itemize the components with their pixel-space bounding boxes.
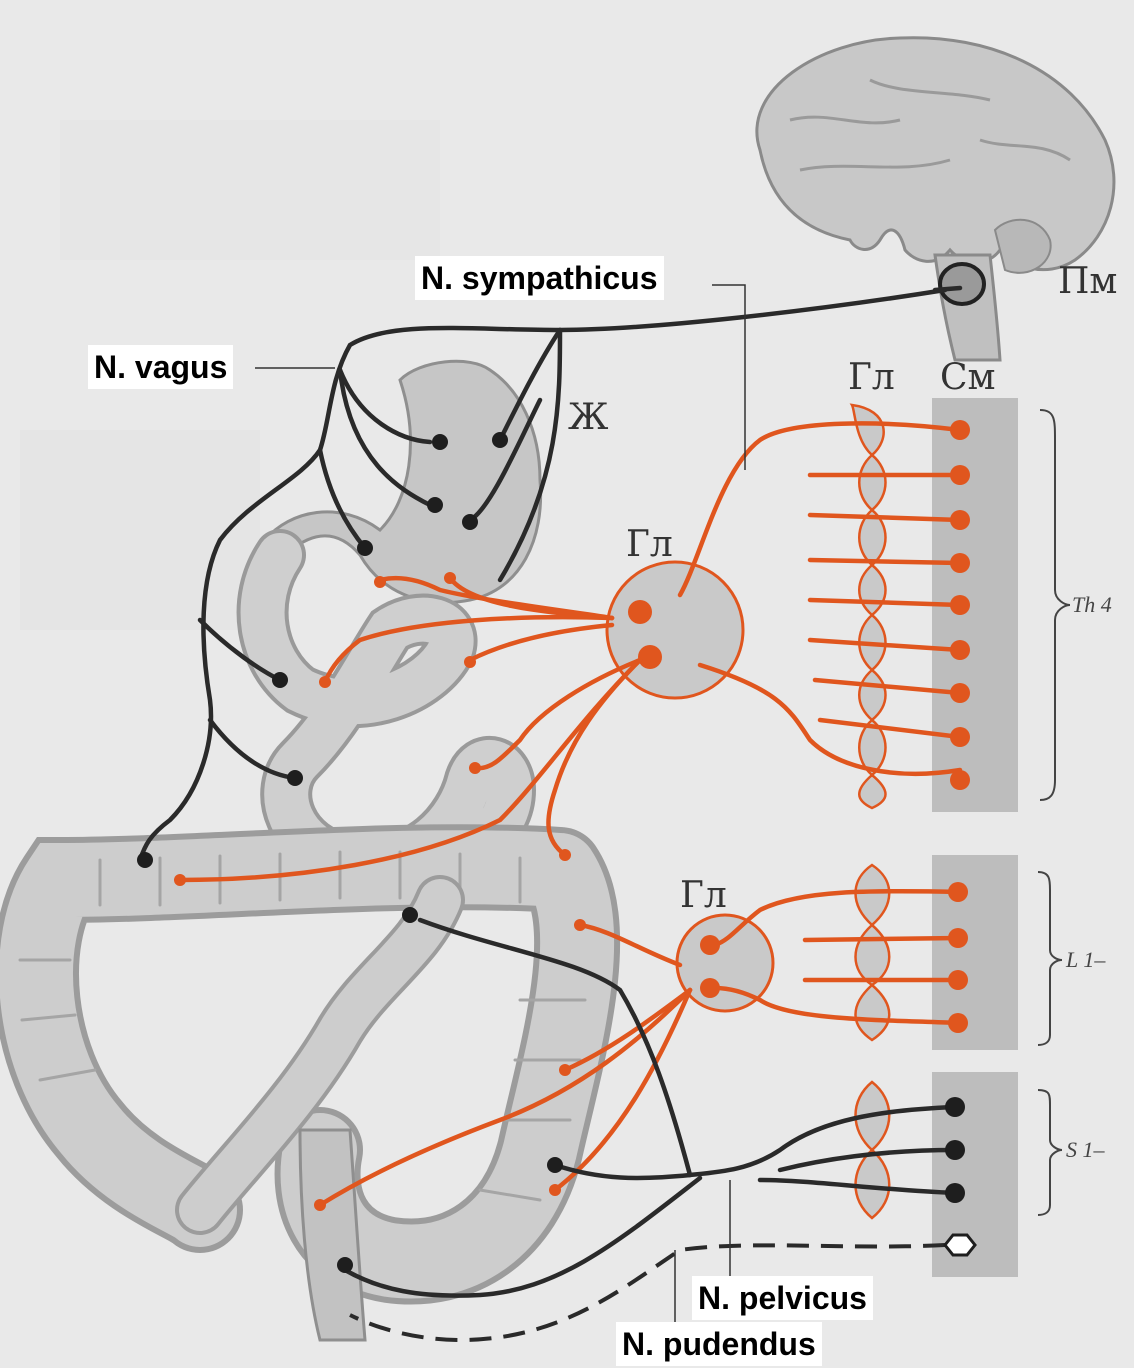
label-segment-th: Th 4 — [1072, 592, 1112, 618]
label-ganglion-lower: Гл — [680, 876, 727, 916]
label-n-sympathicus: N. sympathicus — [415, 256, 664, 300]
label-chain-gl: Гл — [848, 358, 895, 398]
label-segment-s: S 1– — [1066, 1137, 1105, 1163]
pudendal-neuron-marker — [945, 1235, 975, 1255]
label-n-pudendus: N. pudendus — [616, 1322, 822, 1366]
parasympathetic-cord-neurons — [945, 1097, 965, 1203]
ganglion-lower — [677, 915, 773, 1011]
label-stomach-zh: Ж — [568, 398, 608, 438]
label-n-vagus: N. vagus — [88, 345, 233, 389]
label-brainstem-pm: Пм — [1058, 262, 1117, 302]
label-spinal-sm: См — [940, 358, 996, 398]
ganglion-upper — [607, 562, 743, 698]
label-ganglion-upper: Гл — [626, 525, 673, 565]
label-segment-l: L 1– — [1066, 947, 1105, 973]
label-n-pelvicus: N. pelvicus — [692, 1276, 873, 1320]
